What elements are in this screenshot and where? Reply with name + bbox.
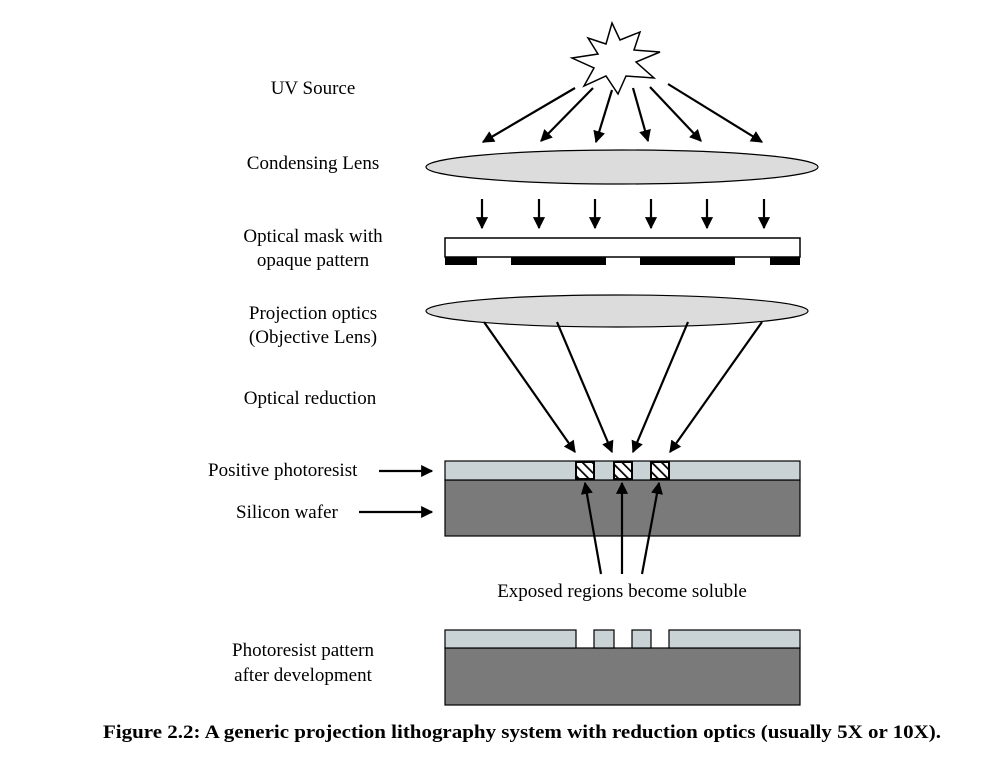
soluble-arrow <box>580 481 603 575</box>
resist-block <box>631 629 652 649</box>
converging-ray <box>669 321 763 453</box>
positive-photoresist-label: Positive photoresist <box>208 460 358 481</box>
figure-caption: Figure 2.2: A generic projection lithogr… <box>103 723 941 743</box>
optical-mask-label-line1: Optical mask with <box>243 226 383 247</box>
collimated-arrows <box>475 199 771 230</box>
opaque-pattern <box>445 257 477 265</box>
exposed-region <box>650 461 670 480</box>
projection-optics-label-line1: Projection optics <box>249 303 377 324</box>
photoresist-pattern-label-line2: after development <box>234 665 372 686</box>
projection-optics-label-line2: (Objective Lens) <box>249 327 377 348</box>
converging-ray <box>483 321 576 453</box>
soluble-arrows <box>580 481 663 575</box>
silicon-wafer-label: Silicon wafer <box>236 502 339 523</box>
exposed-region <box>613 461 633 480</box>
uv-source-starburst <box>569 20 661 96</box>
soluble-arrow <box>640 481 663 575</box>
converging-ray <box>555 321 614 454</box>
opaque-pattern <box>640 257 735 265</box>
optical-mask <box>444 237 801 265</box>
opaque-pattern <box>770 257 800 265</box>
uv-ray <box>481 87 576 143</box>
optical-reduction-label: Optical reduction <box>244 388 377 409</box>
condensing-lens-label: Condensing Lens <box>247 153 379 174</box>
converging-rays <box>483 321 763 454</box>
uv-source-label: UV Source <box>271 78 356 99</box>
opaque-pattern <box>511 257 606 265</box>
converging-ray <box>631 321 690 454</box>
uv-ray <box>540 87 594 142</box>
photoresist-pattern-label-line1: Photoresist pattern <box>232 640 374 661</box>
uv-ray <box>593 89 614 144</box>
mask-plate <box>444 237 801 258</box>
uv-ray <box>667 83 764 143</box>
resist-block <box>668 629 801 649</box>
projection-lens <box>425 294 809 328</box>
resist-block <box>593 629 615 649</box>
developed-stack <box>444 629 801 706</box>
uv-rays <box>481 83 764 144</box>
optical-mask-label-line2: opaque pattern <box>257 250 370 271</box>
exposed-regions-label: Exposed regions become soluble <box>497 581 747 602</box>
resist-block <box>444 629 577 649</box>
exposed-region <box>575 461 595 480</box>
uv-ray <box>631 87 651 143</box>
uv-ray <box>649 86 702 142</box>
developed-silicon-wafer <box>444 647 801 706</box>
condensing-lens <box>425 149 819 185</box>
